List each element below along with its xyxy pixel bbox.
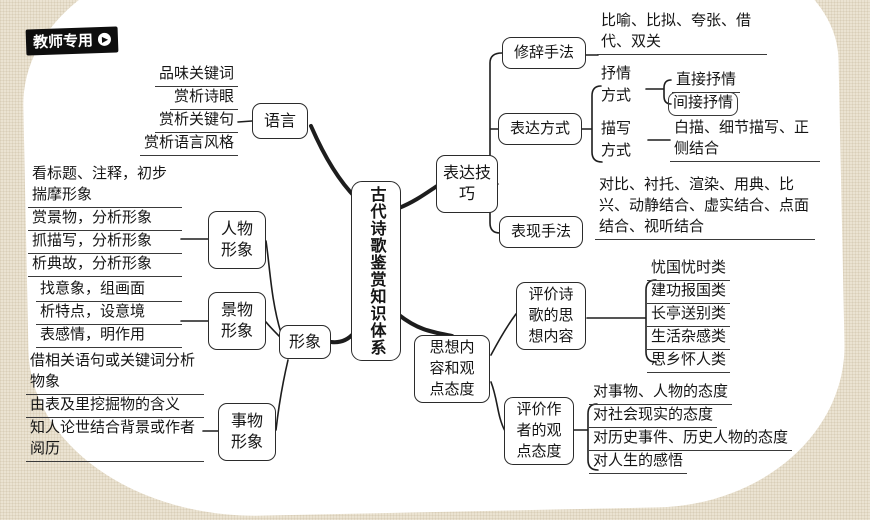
jingwu-items: 找意象，组画面 析特点，设意境 表感情，明作用: [36, 279, 182, 348]
shuqing-items: 直接抒情: [672, 70, 741, 93]
list-item: 赏析语言风格: [139, 133, 238, 156]
list-item: 找意象，组画面: [36, 279, 182, 302]
list-item: 思乡怀人类: [647, 350, 731, 373]
renwu-node: 人物形象: [208, 211, 266, 269]
list-item: 对事物、人物的态度: [589, 382, 733, 405]
teacher-only-badge: 教师专用 ▶: [25, 26, 119, 56]
shige-node: 评价诗歌的思想内容: [516, 282, 586, 350]
renwu-items: 看标题、注释，初步揣摩形象 赏景物，分析形象 抓描写，分析形象 析典故，分析形象: [28, 164, 182, 277]
list-item: 直接抒情: [672, 70, 741, 93]
technique-node: 表达技巧: [436, 155, 498, 213]
language-items: 品味关键词 赏析诗眼 赏析关键句 赏析语言风格: [139, 64, 238, 156]
xiuci-node: 修辞手法: [502, 37, 586, 69]
shige-items: 忧国忧时类 建功报国类 长亭送别类 生活杂感类 思乡怀人类: [647, 258, 731, 373]
list-item: 析典故，分析形象: [28, 254, 182, 277]
list-item: 对比、衬托、渲染、用典、比兴、动静结合、虚实结合、点面结合、视听结合: [595, 175, 815, 240]
image-node: 形象: [279, 325, 331, 359]
list-item: 赏景物，分析形象: [28, 208, 182, 231]
content-node: 思想内容和观点态度: [414, 335, 490, 403]
list-item: 生活杂感类: [647, 327, 731, 350]
list-item: 看标题、注释，初步揣摩形象: [28, 164, 182, 208]
shiwu-node: 事物形象: [218, 403, 276, 461]
biaoxian-node: 表现手法: [499, 216, 583, 248]
badge-label: 教师专用: [32, 32, 94, 52]
play-circle-icon: ▶: [97, 32, 112, 47]
shiwu-items: 借相关语句或关键词分析物象 由表及里挖掘物的含义 知人论世结合背景或作者阅历: [26, 351, 204, 462]
list-item: 知人论世结合背景或作者阅历: [26, 418, 204, 462]
language-node: 语言: [252, 103, 308, 139]
list-item: 对人生的感悟: [589, 451, 688, 474]
list-item: 长亭送别类: [647, 304, 731, 327]
list-item: 比喻、比拟、夸张、借代、双关: [597, 11, 767, 55]
list-item: 忧国忧时类: [647, 258, 731, 281]
list-item: 白描、细节描写、正侧结合: [670, 118, 820, 162]
center-topic-node: 古代诗歌鉴赏知识体系: [351, 181, 401, 361]
xiuci-items: 比喻、比拟、夸张、借代、双关: [597, 11, 767, 55]
biaoda-node: 表达方式: [498, 113, 582, 145]
shuqing-label: 抒情方式: [601, 66, 632, 104]
center-topic-label: 古代诗歌鉴赏知识体系: [367, 186, 385, 356]
list-item: 抓描写，分析形象: [28, 231, 182, 254]
list-item: 表感情，明作用: [36, 325, 182, 348]
list-item: 对历史事件、历史人物的态度: [589, 428, 793, 451]
shuqing-items-2: 间接抒情: [668, 92, 739, 116]
list-item: 由表及里挖掘物的含义: [26, 395, 204, 418]
zuozhe-items: 对事物、人物的态度 对社会现实的态度 对历史事件、历史人物的态度 对人生的感悟: [589, 382, 793, 474]
biaoxian-items: 对比、衬托、渲染、用典、比兴、动静结合、虚实结合、点面结合、视听结合: [595, 175, 815, 240]
list-item: 赏析关键句: [154, 110, 238, 133]
jingwu-node: 景物形象: [208, 292, 266, 350]
list-item: 析特点，设意境: [36, 302, 182, 325]
list-item: 品味关键词: [154, 64, 238, 87]
list-item: 借相关语句或关键词分析物象: [26, 351, 204, 395]
list-item: 间接抒情: [668, 92, 739, 116]
list-item: 建功报国类: [647, 281, 731, 304]
list-item: 对社会现实的态度: [589, 405, 718, 428]
list-item: 赏析诗眼: [169, 87, 238, 110]
miaoxie-items: 白描、细节描写、正侧结合: [670, 118, 820, 162]
zuozhe-node: 评价作者的观点态度: [504, 397, 574, 465]
miaoxie-label: 描写方式: [601, 121, 632, 159]
